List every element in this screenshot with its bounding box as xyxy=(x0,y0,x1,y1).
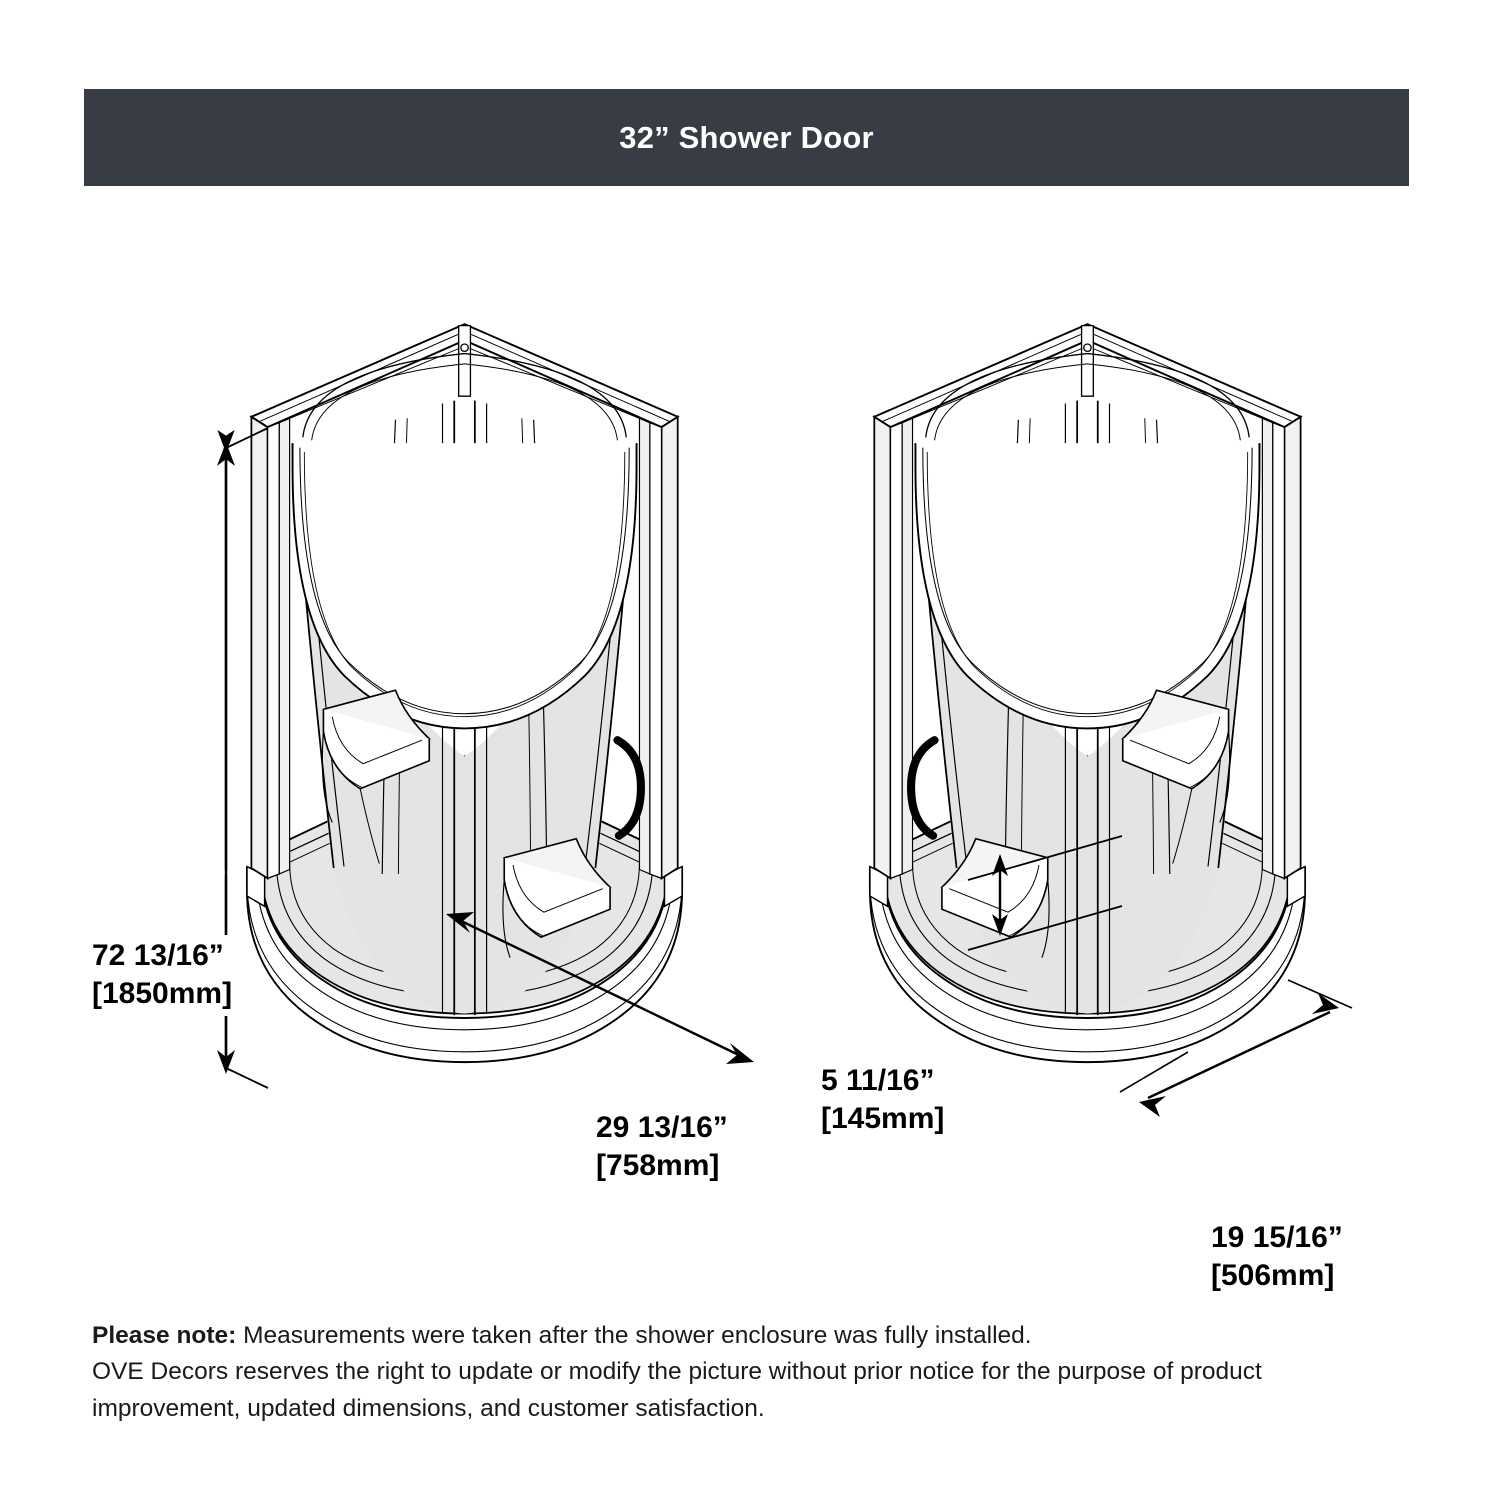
left-enclosure-drawing xyxy=(247,324,682,1062)
dimension-height-metric: [1850mm] xyxy=(92,977,233,1011)
dimension-line-width xyxy=(446,912,754,1064)
dimension-line-handle xyxy=(967,835,1123,951)
dimension-depth-imperial: 19 15/16” xyxy=(1211,1221,1343,1254)
dimension-handle-imperial: 5 11/16” xyxy=(821,1064,935,1097)
dimension-height-imperial: 72 13/16” xyxy=(92,939,224,972)
dimension-width-imperial: 29 13/16” xyxy=(596,1111,728,1144)
footer-note-label: Please note: xyxy=(92,1322,237,1349)
footer-note-line-1: Please note: Measurements were taken aft… xyxy=(92,1318,1412,1354)
right-enclosure-drawing xyxy=(870,324,1305,1062)
dimension-label-height: 72 13/16” [1850mm] xyxy=(86,935,239,1016)
dimension-label-handle-height: 5 11/16” [145mm] xyxy=(815,1060,951,1141)
dimension-line-depth xyxy=(1119,979,1353,1117)
header-bar: 32” Shower Door xyxy=(84,89,1409,186)
footer-note-line-2: OVE Decors reserves the right to update … xyxy=(92,1358,1262,1386)
diagram-drawing-area: 72 13/16” [1850mm] 29 13/16” [758mm] 5 1… xyxy=(0,190,1500,1300)
dimension-width-metric: [758mm] xyxy=(596,1149,720,1183)
dimension-label-width: 29 13/16” [758mm] xyxy=(590,1107,734,1188)
footer-note-line-3: improvement, updated dimensions, and cus… xyxy=(92,1394,765,1422)
dimension-handle-metric: [145mm] xyxy=(821,1102,945,1136)
footer-note-line-1-text: Measurements were taken after the shower… xyxy=(236,1322,1032,1349)
footer-note: Please note: Measurements were taken aft… xyxy=(92,1318,1412,1427)
dimension-depth-metric: [506mm] xyxy=(1211,1259,1335,1293)
dimension-label-depth: 19 15/16” [506mm] xyxy=(1205,1217,1349,1298)
page-title: 32” Shower Door xyxy=(619,119,874,155)
